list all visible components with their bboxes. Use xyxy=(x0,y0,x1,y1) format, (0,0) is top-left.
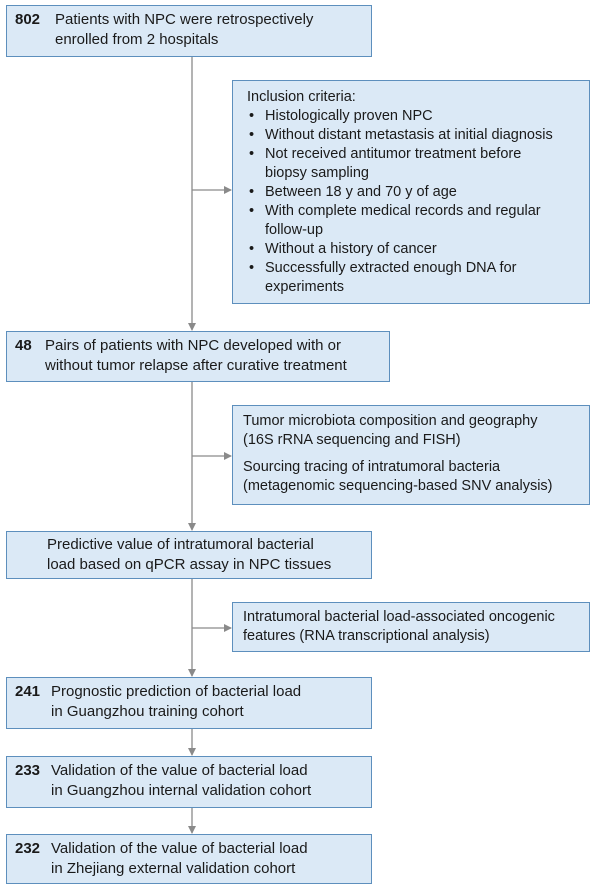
inclusion-title: Inclusion criteria: xyxy=(247,89,356,105)
training-text-2: in Guangzhou training cohort xyxy=(51,703,244,720)
count-training: 241 xyxy=(15,683,41,700)
box-enrolled: 802 Patients with NPC were retrospectivel… xyxy=(6,5,372,57)
pairs-text-2: without tumor relapse after curative tre… xyxy=(45,357,347,374)
oncogenic-text-1: Intratumoral bacterial load-associated o… xyxy=(243,609,555,625)
box-microbiota-analysis: Tumor microbiota composition and geograp… xyxy=(232,405,590,505)
inclusion-item-text: Successfully extracted enough DNA for xyxy=(265,260,517,276)
inclusion-item: Not received antitumor treatment before b… xyxy=(247,145,581,183)
inclusion-item-text: Not received antitumor treatment before xyxy=(265,146,522,162)
inclusion-item-text: biopsy sampling xyxy=(265,165,369,181)
box-pairs: 48 Pairs of patients with NPC developed w… xyxy=(6,331,390,382)
microbiota-text-4: (metagenomic sequencing-based SNV analys… xyxy=(243,478,553,494)
predictive-text-2: load based on qPCR assay in NPC tissues xyxy=(47,556,332,573)
inclusion-item: Without a history of cancer xyxy=(247,240,581,259)
count-external: 232 xyxy=(15,840,41,857)
predictive-text-1: Predictive value of intratumoral bacteri… xyxy=(47,536,314,553)
external-text-1: Validation of the value of bacterial loa… xyxy=(51,840,308,857)
microbiota-text-3: Sourcing tracing of intratumoral bacteri… xyxy=(243,459,501,475)
count-internal: 233 xyxy=(15,762,41,779)
enrolled-text-2: enrolled from 2 hospitals xyxy=(55,31,219,48)
box-inclusion-criteria: Inclusion criteria: Histologically prove… xyxy=(232,80,590,304)
inclusion-item-text: Without a history of cancer xyxy=(265,241,437,257)
box-external-validation: 232 Validation of the value of bacterial … xyxy=(6,834,372,884)
oncogenic-text-2: features (RNA transcriptional analysis) xyxy=(243,628,490,644)
enrolled-text-1: Patients with NPC were retrospectively xyxy=(55,11,314,28)
box-predictive-value: Predictive value of intratumoral bacteri… xyxy=(6,531,372,579)
box-internal-validation: 233 Validation of the value of bacterial … xyxy=(6,756,372,808)
inclusion-item: Successfully extracted enough DNA for exp… xyxy=(247,259,581,297)
inclusion-item-text: Without distant metastasis at initial di… xyxy=(265,127,553,143)
inclusion-list: Histologically proven NPC Without distant… xyxy=(247,107,581,297)
inclusion-item-text: Histologically proven NPC xyxy=(265,108,433,124)
internal-text-2: in Guangzhou internal validation cohort xyxy=(51,782,312,799)
microbiota-text-2: (16S rRNA sequencing and FISH) xyxy=(243,432,461,448)
count-pairs: 48 xyxy=(15,337,32,354)
inclusion-item-text: experiments xyxy=(265,279,344,295)
external-text-2: in Zhejiang external validation cohort xyxy=(51,860,296,877)
box-oncogenic-features: Intratumoral bacterial load-associated o… xyxy=(232,602,590,652)
inclusion-item-text: With complete medical records and regula… xyxy=(265,203,541,219)
inclusion-item: With complete medical records and regula… xyxy=(247,202,581,240)
internal-text-1: Validation of the value of bacterial loa… xyxy=(51,762,308,779)
pairs-text-1: Pairs of patients with NPC developed wit… xyxy=(45,337,341,354)
inclusion-item: Without distant metastasis at initial di… xyxy=(247,126,581,145)
microbiota-text-1: Tumor microbiota composition and geograp… xyxy=(243,413,538,429)
box-training-cohort: 241 Prognostic prediction of bacterial lo… xyxy=(6,677,372,729)
inclusion-item-text: follow-up xyxy=(265,222,324,238)
inclusion-item: Between 18 y and 70 y of age xyxy=(247,183,581,202)
training-text-1: Prognostic prediction of bacterial load xyxy=(51,683,302,700)
inclusion-item-text: Between 18 y and 70 y of age xyxy=(265,184,457,200)
count-enrolled: 802 xyxy=(15,11,41,28)
inclusion-item: Histologically proven NPC xyxy=(247,107,581,126)
